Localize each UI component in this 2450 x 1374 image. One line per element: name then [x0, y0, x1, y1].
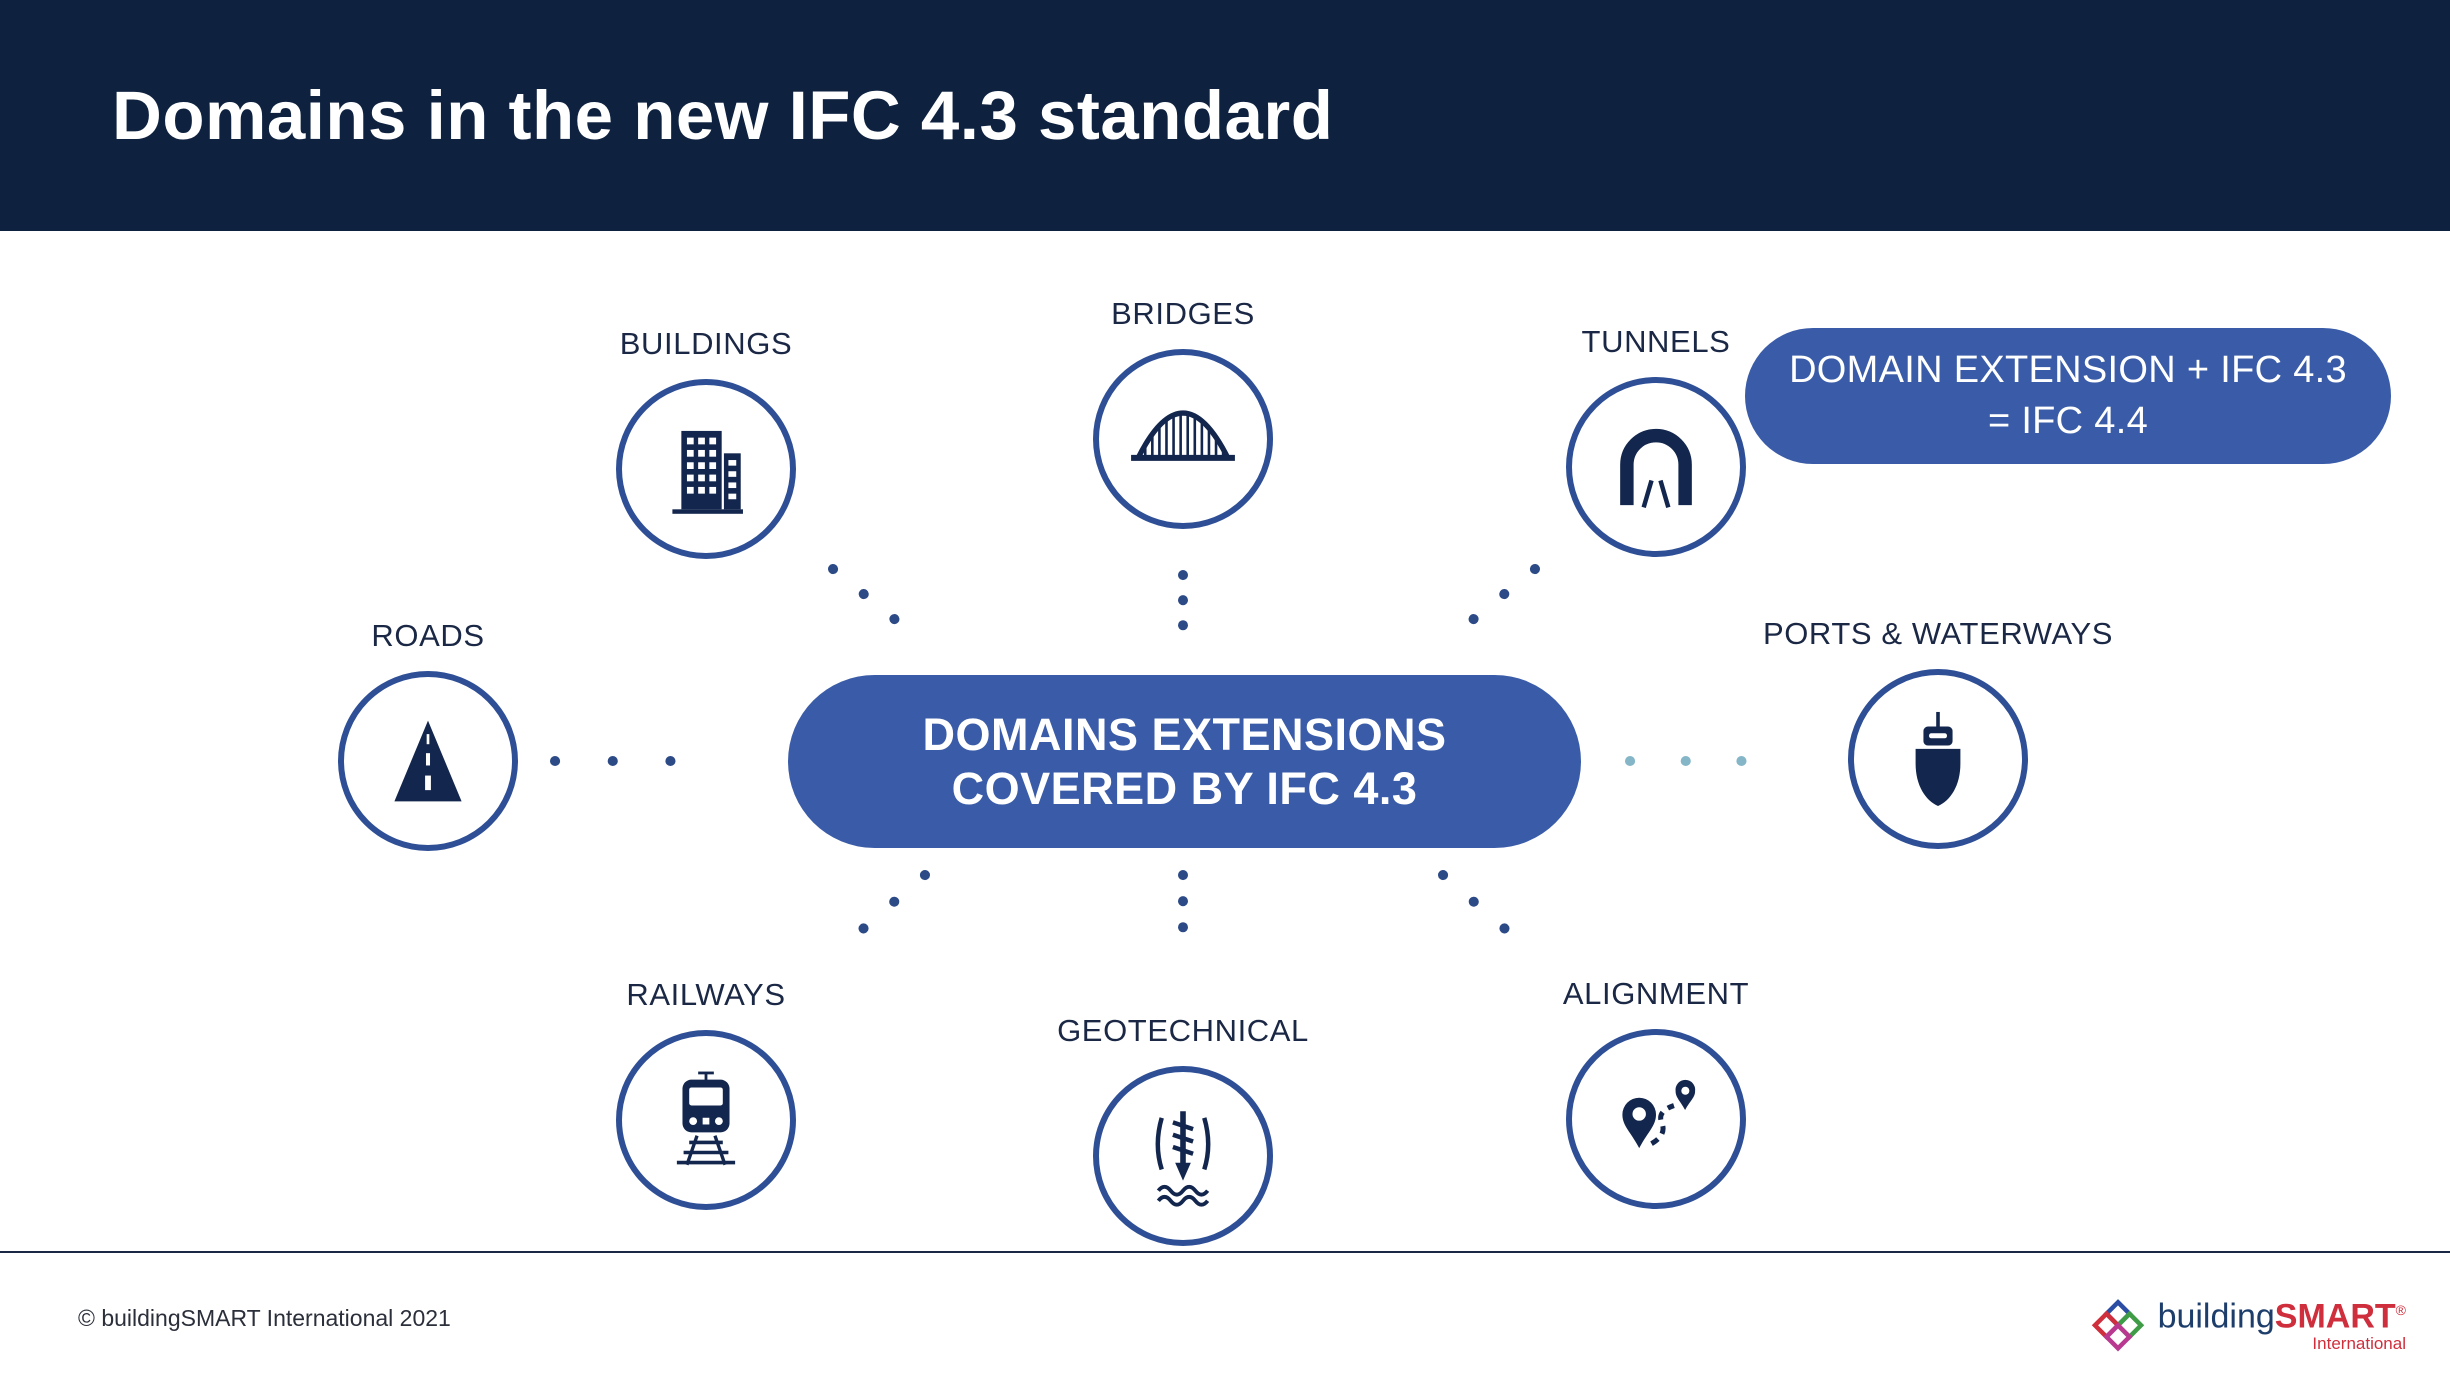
map-pins-icon [1622, 1079, 1696, 1149]
center-pill-line1: DOMAINS EXTENSIONS [922, 708, 1447, 760]
drill-icon [1155, 1111, 1211, 1207]
domain-circle [1093, 1066, 1273, 1246]
domain-railways: RAILWAYS [496, 977, 916, 1210]
extension-pill: DOMAIN EXTENSION + IFC 4.3 = IFC 4.4 [1745, 328, 2391, 464]
connector-alignment [1438, 870, 1540, 960]
domain-geotechnical: GEOTECHNICAL [973, 1013, 1393, 1246]
buildingsmart-logo: buildingSMART® International [2086, 1290, 2406, 1356]
buildingsmart-diamonds-icon [2091, 1299, 2144, 1352]
header: Domains in the new IFC 4.3 standard [0, 0, 2450, 231]
domain-label: ALIGNMENT [1562, 976, 1750, 1011]
domain-label: BRIDGES [1111, 296, 1255, 331]
domain-alignment: ALIGNMENT [1446, 976, 1866, 1209]
connector-tunnels [1438, 564, 1540, 649]
copyright-text: © buildingSMART International 2021 [78, 1305, 451, 1331]
domain-label: GEOTECHNICAL [1057, 1013, 1309, 1048]
connector-railways [828, 870, 930, 960]
domain-circle [1093, 349, 1273, 529]
domain-label: PORTS & WATERWAYS [1762, 616, 2114, 651]
logo-international-text: International [2312, 1334, 2406, 1354]
footer-divider [0, 1251, 2450, 1253]
page-title: Domains in the new IFC 4.3 standard [112, 77, 1334, 154]
domain-tunnels: TUNNELS [1446, 324, 1866, 557]
center-pill-line2: COVERED BY IFC 4.3 [951, 762, 1418, 814]
tunnel-icon [1620, 429, 1692, 508]
domain-ports-waterways: PORTS & WATERWAYS [1728, 616, 2148, 849]
domain-label: RAILWAYS [626, 977, 786, 1012]
domain-circle [1566, 1029, 1746, 1209]
ship-icon [1915, 711, 1961, 807]
domain-buildings: BUILDINGS [496, 326, 916, 559]
road-icon [394, 720, 462, 802]
domain-label: ROADS [371, 618, 485, 653]
logo-building-text: building [2157, 1297, 2275, 1336]
buildingsmart-wordmark: buildingSMART® [2158, 1290, 2406, 1336]
domain-bridges: BRIDGES [973, 296, 1393, 529]
domain-circle [616, 379, 796, 559]
bridge-icon [1131, 410, 1235, 461]
extension-pill-line2: = IFC 4.4 [1987, 400, 2149, 442]
domain-circle [616, 1030, 796, 1210]
connector-buildings [828, 564, 930, 649]
domain-circle [338, 671, 518, 851]
domain-label: BUILDINGS [619, 326, 793, 361]
building-icon [672, 430, 743, 514]
center-pill: DOMAINS EXTENSIONS COVERED BY IFC 4.3 [788, 675, 1581, 848]
domain-label: TUNNELS [1581, 324, 1731, 359]
train-icon [676, 1071, 736, 1166]
logo-registered-mark: ® [2395, 1302, 2406, 1318]
domain-circle [1848, 669, 2028, 849]
domain-circle [1566, 377, 1746, 557]
extension-pill-line1: DOMAIN EXTENSION + IFC 4.3 [1789, 348, 2347, 391]
domain-roads: ROADS [218, 618, 638, 851]
logo-smart-text: SMART [2274, 1297, 2396, 1336]
